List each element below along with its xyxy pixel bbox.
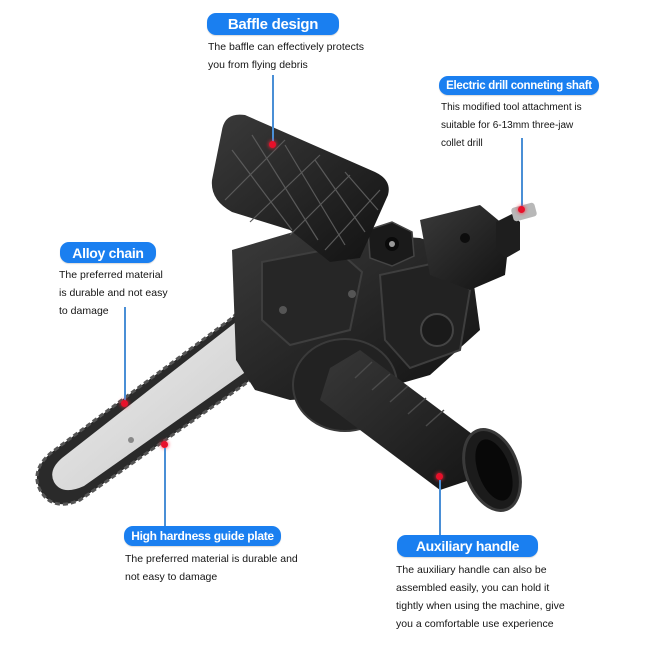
drill-shaft-badge: Electric drill conneting shaft bbox=[439, 76, 599, 95]
alloy-chain-description: The preferred material is durable and no… bbox=[59, 269, 168, 317]
drill-shaft-leader-line bbox=[521, 138, 523, 208]
handle-leader-line bbox=[439, 480, 441, 535]
drill-shaft bbox=[420, 202, 537, 290]
guide-plate bbox=[52, 322, 259, 491]
alloy-chain-marker-dot bbox=[121, 400, 128, 407]
auxiliary-handle bbox=[292, 338, 522, 512]
guide-plate-marker-dot bbox=[161, 441, 168, 448]
auxiliary-handle-badge: Auxiliary handle bbox=[397, 535, 538, 557]
handle-marker-dot bbox=[436, 473, 443, 480]
baffle-marker-dot bbox=[269, 141, 276, 148]
baffle-design-badge: Baffle design bbox=[207, 13, 339, 35]
drill-shaft-marker-dot bbox=[518, 206, 525, 213]
guide-plate-badge: High hardness guide plate bbox=[124, 526, 281, 546]
baffle-design-description: The baffle can effectively protects you … bbox=[208, 41, 365, 71]
baffle-guard bbox=[211, 114, 389, 262]
alloy-chain-leader-line bbox=[124, 307, 126, 402]
auxiliary-handle-description: The auxiliary handle can also be assembl… bbox=[396, 564, 565, 630]
alloy-chain-badge: Alloy chain bbox=[60, 242, 156, 263]
baffle-leader-line bbox=[272, 75, 274, 143]
guide-plate-leader-line bbox=[164, 448, 166, 526]
guide-plate-description: The preferred material is durable and no… bbox=[125, 553, 298, 583]
drill-shaft-description: This modified tool attachment is suitabl… bbox=[441, 102, 582, 149]
